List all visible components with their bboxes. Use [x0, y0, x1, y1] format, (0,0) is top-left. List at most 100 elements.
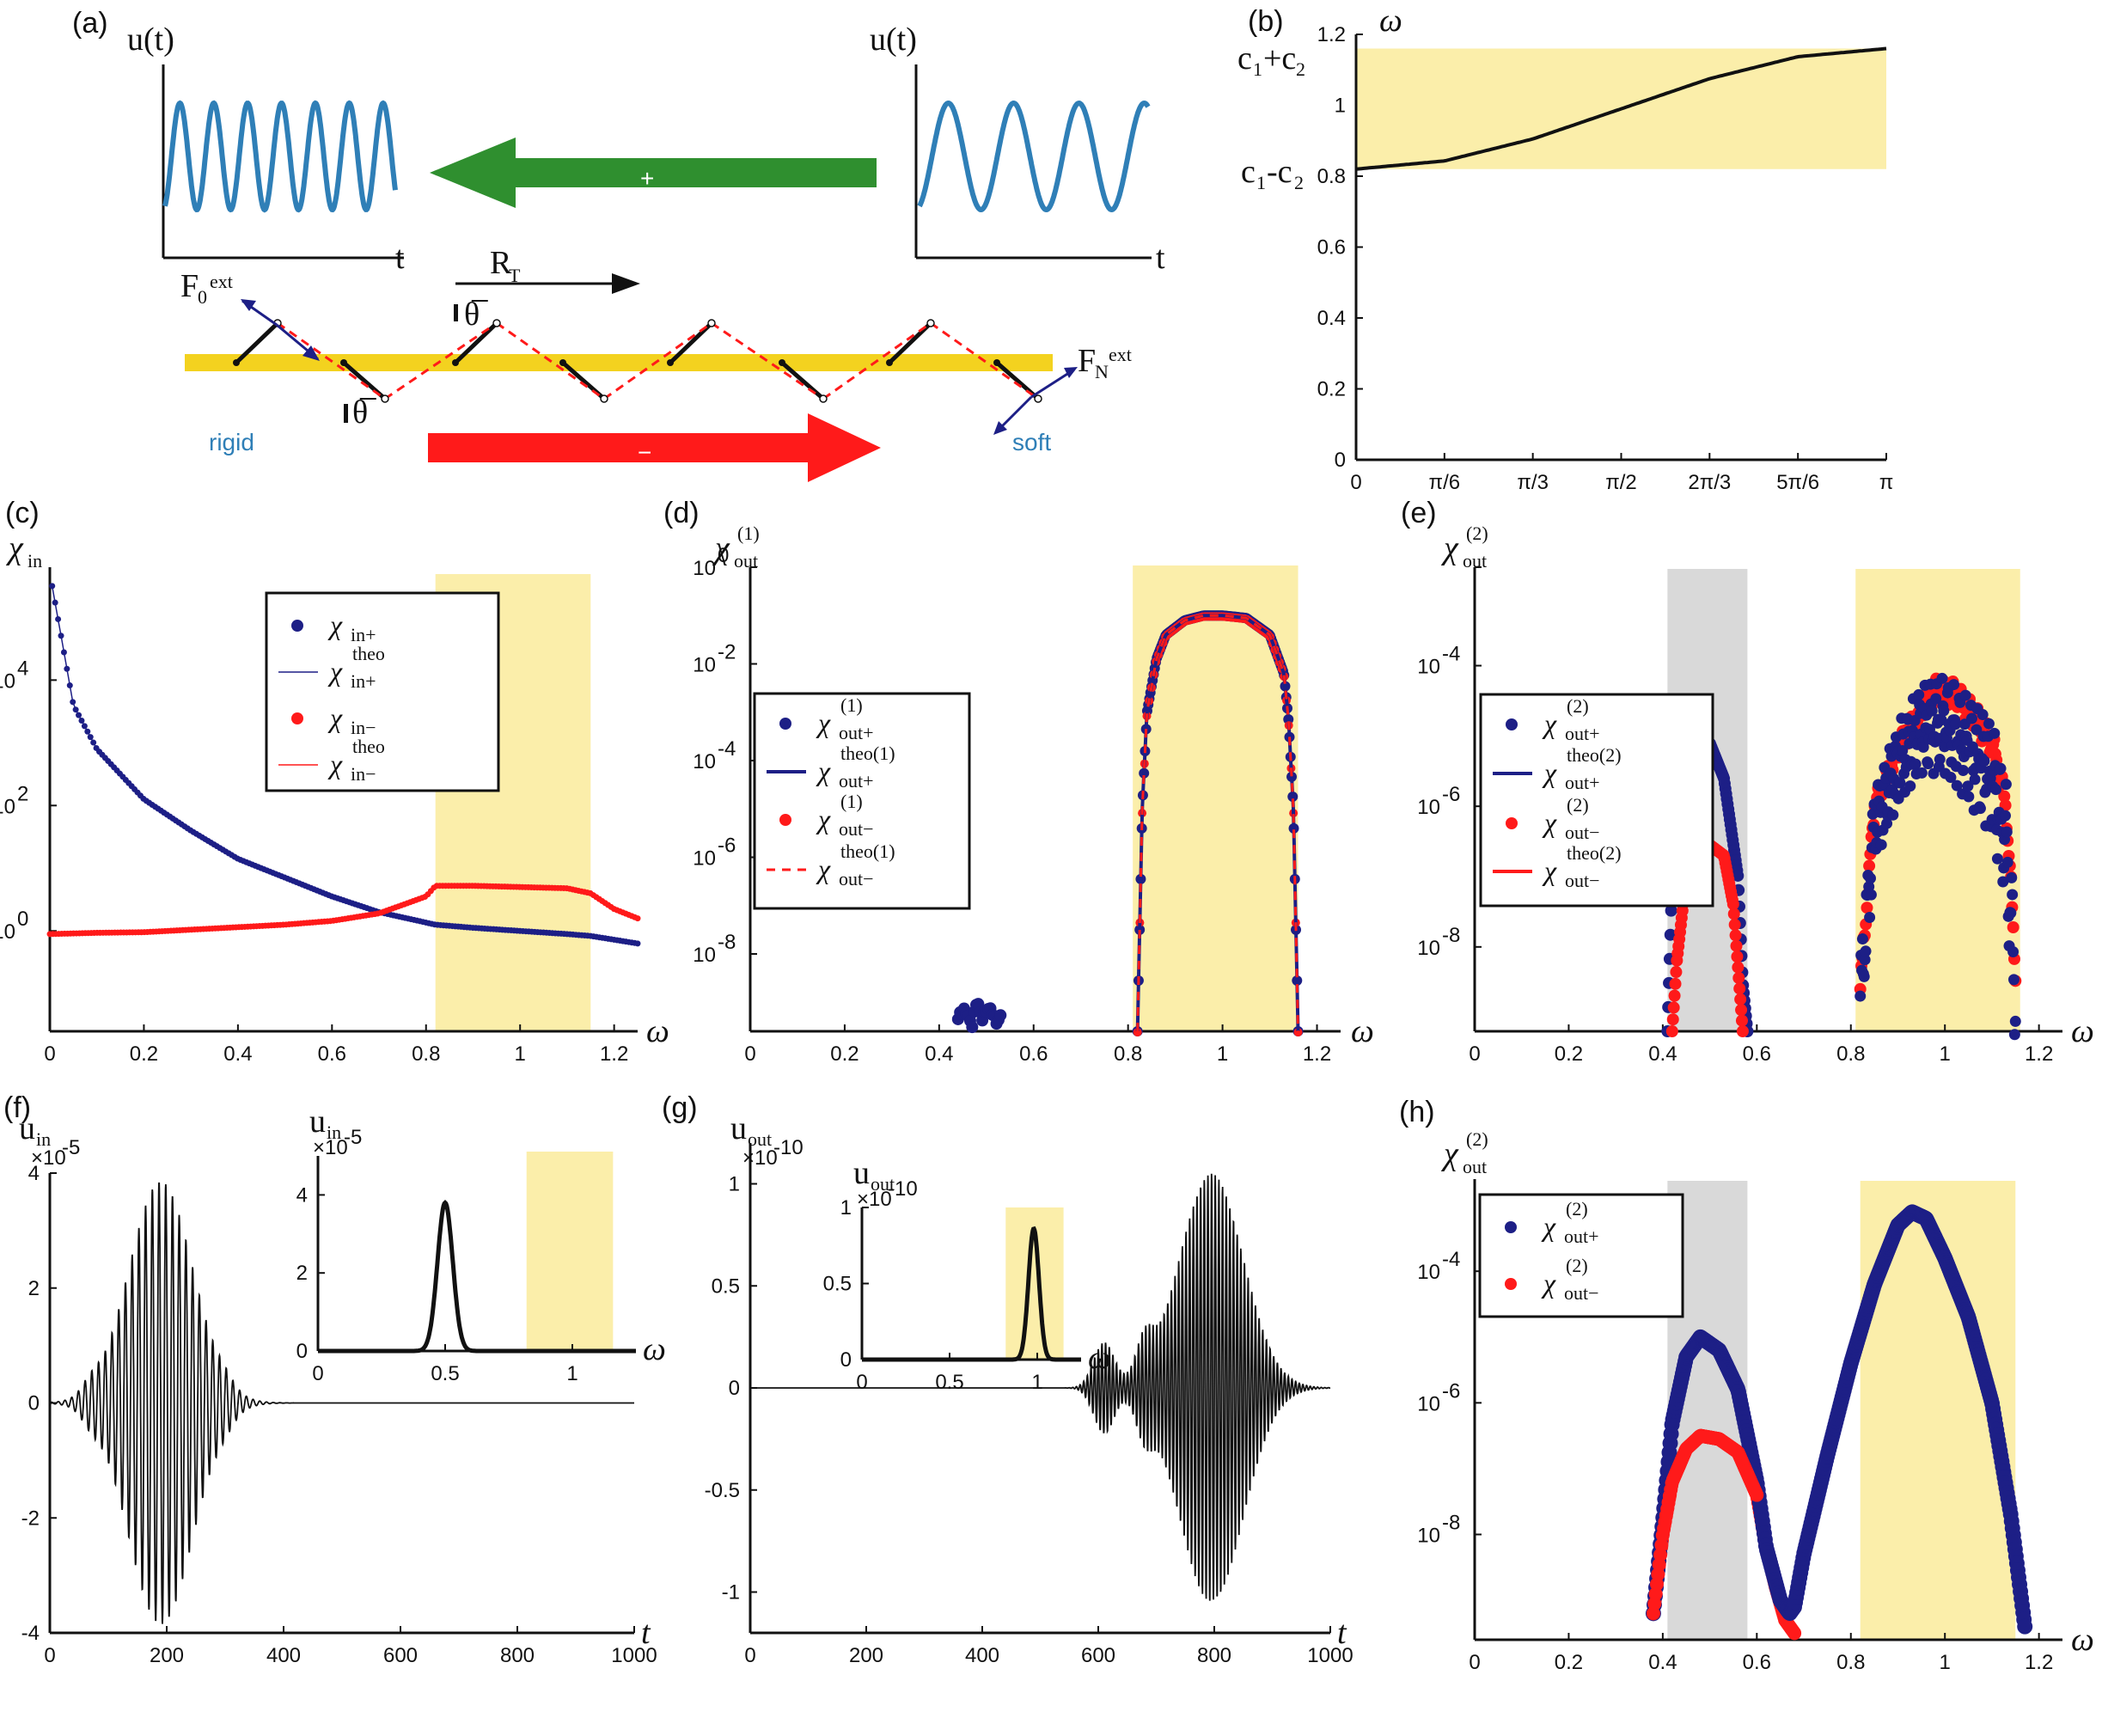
- chi-out2-plus-marker: [1990, 784, 2002, 796]
- legend-sub: out−: [839, 818, 874, 840]
- chi-out2-minus-marker: [1731, 951, 1744, 963]
- legend-text: χ: [327, 656, 343, 687]
- x-tick-label: 0.5: [431, 1362, 459, 1385]
- x-tick-label: 1: [1217, 1042, 1228, 1066]
- c2-sub: 2: [1294, 172, 1304, 193]
- y-axis-label-sup: (2): [1466, 523, 1488, 544]
- y-tick-label: 10: [1417, 1524, 1440, 1547]
- dispersion-curve: [1355, 46, 1887, 171]
- y-tick-label: 0: [1335, 449, 1346, 472]
- y-scale-label: ×10: [31, 1146, 66, 1170]
- x-tick-label: 1: [1940, 1651, 1951, 1674]
- y-tick-label: -2: [21, 1507, 40, 1530]
- chi-out2-plus-marker: [1965, 712, 1977, 724]
- x-tick-label: 0.8: [1836, 1042, 1865, 1066]
- x-axis-label: ω: [646, 1013, 669, 1049]
- legend-sub: out+: [1565, 723, 1600, 744]
- ut-right-label: u(t): [870, 21, 917, 58]
- chi-out2-plus-marker: [1904, 780, 1916, 792]
- chi-out2-minus-marker: [1998, 790, 2011, 803]
- rotor-tip-3: [600, 394, 608, 403]
- x-tick-label: 400: [266, 1644, 301, 1667]
- y-tick-label: 0.5: [823, 1273, 852, 1296]
- x-tick-label: 0: [1469, 1042, 1480, 1066]
- legend-text: χ: [1541, 1211, 1556, 1242]
- legend-sub: out+: [839, 770, 874, 792]
- red-arrow: −: [428, 413, 881, 482]
- chi-out2-plus-marker: [1934, 754, 1946, 766]
- wave-right: [917, 100, 1151, 213]
- panel-a-label: (a): [72, 7, 108, 40]
- legend-marker: [1505, 1278, 1517, 1290]
- chi-out2-plus-marker: [1856, 933, 1868, 945]
- x-tick-label: 1.2: [1303, 1042, 1331, 1066]
- x-tick-label: 0.6: [1019, 1042, 1048, 1066]
- x-tick-label: 0.2: [1555, 1042, 1583, 1066]
- c1-label: c: [1237, 40, 1252, 76]
- chi-out2-plus-marker: [1875, 839, 1887, 851]
- y-tick-label: 0: [28, 1392, 40, 1415]
- y-tick-label: 10: [1417, 937, 1440, 960]
- chi-out2-plus-marker: [1951, 779, 1963, 792]
- chi-out2-plus-marker: [1989, 727, 2001, 739]
- legend-box: [265, 591, 500, 792]
- y-tick-label: 10: [693, 944, 716, 967]
- legend-sup: (2): [1567, 794, 1589, 816]
- chi-out2-plus-marker: [1922, 758, 1934, 770]
- legend-sub: out+: [839, 722, 874, 743]
- spring-6: [930, 321, 1039, 400]
- c1-sub: 1: [1253, 58, 1262, 80]
- x-tick-label: 2π/3: [1688, 471, 1731, 494]
- chi-out2-plus-marker: [1855, 990, 1867, 1002]
- y-tick-label: 0: [729, 1377, 740, 1400]
- y-tick-exp: -4: [1442, 643, 1460, 666]
- chi-out1-plus-marker: [966, 1021, 979, 1034]
- chi-out2-minus-marker: [1735, 1014, 1748, 1027]
- x-tick-label: 0.5: [935, 1371, 963, 1394]
- y-tick-label: 0.2: [1317, 378, 1346, 401]
- inset-scale: ×10: [857, 1188, 892, 1211]
- legend-text: χ: [1542, 807, 1557, 838]
- chi-out2-plus-marker: [1948, 679, 1960, 691]
- y-tick-exp: -8: [1442, 924, 1460, 947]
- y-tick-exp: -8: [1442, 1511, 1460, 1534]
- t-left-label: t: [395, 240, 405, 276]
- y-tick-label: 10: [0, 920, 15, 944]
- chi-out2-plus-marker: [1999, 810, 2011, 822]
- inset-band: [526, 1152, 614, 1351]
- y-tick-label: 10: [693, 557, 716, 580]
- chi-out2-plus-marker: [2017, 1618, 2033, 1635]
- y-tick-label: 10: [1417, 796, 1440, 819]
- rigid-label: rigid: [209, 429, 254, 455]
- inset-scale-exp: -10: [888, 1177, 918, 1201]
- y-tick-label: 0.8: [1317, 165, 1346, 188]
- chi-out2-plus-marker: [1665, 904, 1677, 917]
- rotor-tip-2: [492, 319, 501, 327]
- panel-c-chart: 00.20.40.60.811.2100102104(c)χinωχin+χth…: [0, 497, 669, 1066]
- rt-label: R: [490, 245, 512, 281]
- x-axis-label: t: [641, 1615, 651, 1651]
- y-axis-label: χ: [1440, 530, 1459, 566]
- panel-f-label: (f): [3, 1091, 31, 1124]
- spring-5: [822, 321, 932, 400]
- theta-bottom: θ̅: [352, 394, 376, 431]
- chi-out2-plus-marker: [1983, 718, 1995, 730]
- x-tick-label: 0.6: [318, 1042, 346, 1066]
- chi-in-minus-marker: [634, 915, 641, 922]
- chi-out2-minus-marker: [1668, 989, 1681, 1002]
- chi-out2-plus-marker: [1865, 872, 1877, 884]
- x-tick-label: π/2: [1605, 471, 1637, 494]
- y-tick-label: 0: [840, 1348, 852, 1372]
- chi-out2-plus-marker: [1995, 762, 2007, 774]
- legend-sup: (1): [840, 791, 863, 812]
- x-tick-label: 0.4: [1648, 1042, 1677, 1066]
- chi-out2-plus-marker: [1938, 705, 1950, 717]
- panel-d-label: (d): [663, 497, 700, 529]
- inset-y-label: u: [853, 1155, 870, 1191]
- chi-out2-minus-marker: [1732, 961, 1745, 974]
- chi-out2-plus-marker: [2008, 1029, 2020, 1041]
- chi-out2-plus-marker: [1991, 853, 2003, 865]
- panel-a-schematic: (a) u(t) t u(t) t + R T F: [72, 7, 1165, 482]
- x-tick-label: 1: [1940, 1042, 1951, 1066]
